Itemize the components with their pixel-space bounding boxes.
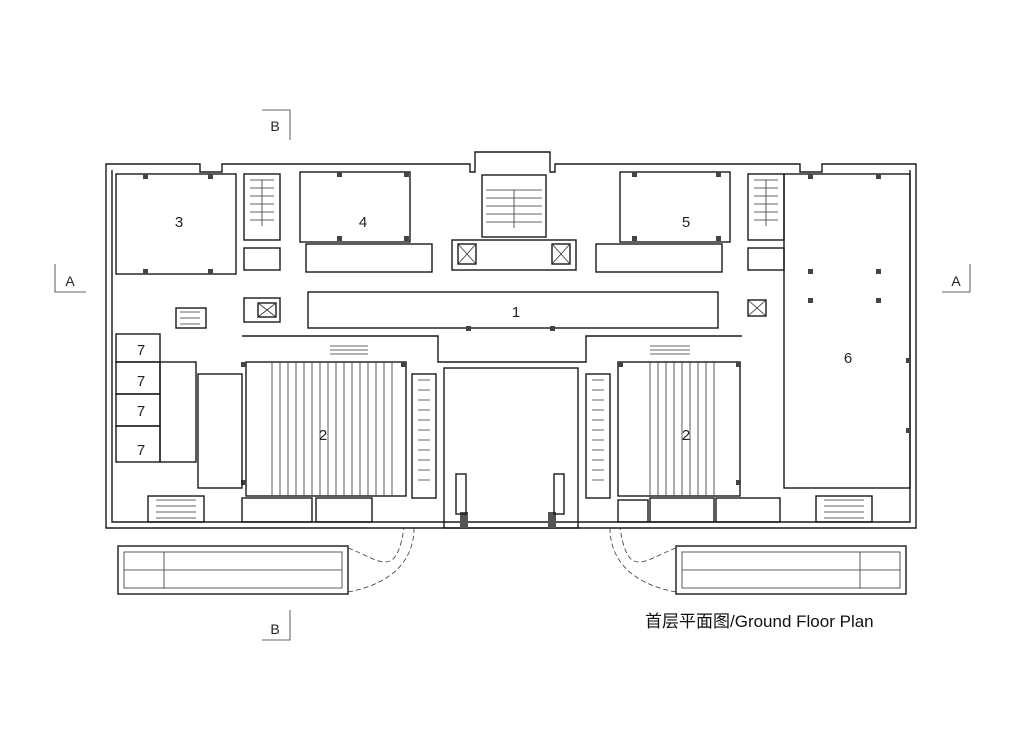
- left-bottom-stair: [147, 307, 207, 523]
- section-marker-b-bottom: B: [262, 610, 291, 641]
- plan-caption: 首层平面图/Ground Floor Plan: [645, 612, 874, 631]
- room-label-4: 4: [359, 214, 367, 231]
- right-bottom-stair: [617, 495, 873, 523]
- room-label-5: 5: [682, 214, 690, 231]
- left-stair-core: [243, 173, 281, 323]
- outer-walls: [105, 151, 917, 529]
- central-stair: [451, 174, 577, 271]
- room-label-7a: 7: [137, 342, 145, 359]
- room-label-6: 6: [844, 350, 852, 367]
- room-label-2-left: 2: [319, 427, 327, 444]
- section-marker-b-bottom-label: B: [270, 621, 279, 637]
- room-4: [299, 171, 433, 273]
- room-label-7b: 7: [137, 373, 145, 390]
- section-marker-a-right: A: [942, 264, 971, 293]
- room-7-cells: [115, 333, 243, 489]
- room-5: [595, 171, 731, 273]
- auditorium-left: [241, 345, 407, 497]
- room-label-7d: 7: [137, 442, 145, 459]
- room-6: [783, 173, 911, 489]
- room-label-3: 3: [175, 214, 183, 231]
- bottom-rooms: [241, 497, 781, 523]
- auditorium-right: [617, 345, 741, 497]
- canopy-right: [609, 527, 907, 595]
- section-marker-b-top: B: [262, 109, 291, 140]
- section-marker-a-right-label: A: [951, 273, 961, 289]
- canopy-left: [117, 527, 415, 595]
- room-label-7c: 7: [137, 403, 145, 420]
- right-stair-core: [747, 173, 785, 317]
- room-label-1: 1: [512, 304, 520, 321]
- section-marker-a-left-label: A: [65, 273, 75, 289]
- room-3: [115, 173, 237, 275]
- room-1: [242, 291, 742, 363]
- room-label-2-right: 2: [682, 427, 690, 444]
- room-labels: 1 2 2 3 4 5 6 7 7 7 7: [137, 214, 852, 459]
- central-lobby: [411, 367, 611, 529]
- section-marker-a-left: A: [54, 264, 86, 293]
- section-marker-b-top-label: B: [270, 118, 279, 134]
